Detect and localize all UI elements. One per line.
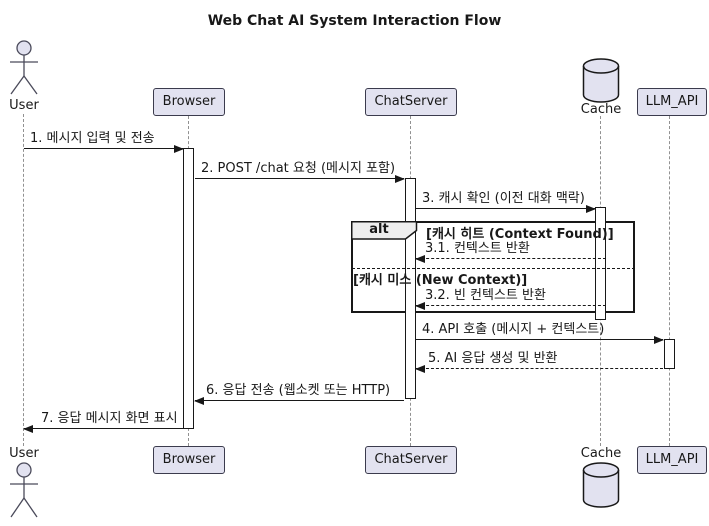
user-actor-icon bbox=[6, 40, 42, 97]
participant-chatserver-top: ChatServer bbox=[365, 88, 457, 116]
message-label: 4. API 호출 (메시지 + 컨텍스트) bbox=[422, 322, 605, 337]
message-label: 3.1. 컨텍스트 반환 bbox=[425, 241, 530, 256]
alt-operator-label: alt bbox=[369, 222, 389, 237]
arrowhead-left-icon bbox=[415, 301, 425, 310]
arrowhead-right-icon bbox=[586, 204, 596, 213]
participant-browser-top: Browser bbox=[153, 88, 225, 116]
message-label: 5. AI 응답 생성 및 반환 bbox=[428, 351, 558, 366]
message-2: 2. POST /chat 요청 (메시지 포함) bbox=[195, 161, 405, 183]
alt-guard-cache-miss: [캐시 미스 (New Context)] bbox=[353, 273, 528, 288]
arrowhead-right-icon bbox=[654, 335, 664, 344]
message-7: 7. 응답 메시지 화면 표시 bbox=[23, 411, 183, 433]
message-line bbox=[416, 305, 606, 306]
lifeline-user bbox=[23, 114, 24, 446]
participant-chatserver-bottom: ChatServer bbox=[365, 446, 457, 474]
arrowhead-left-icon bbox=[415, 364, 425, 373]
message-5: 5. AI 응답 생성 및 반환 bbox=[415, 351, 663, 373]
activation-cache bbox=[595, 207, 606, 320]
alt-operator-pentagon-icon bbox=[351, 221, 418, 240]
arrowhead-left-icon bbox=[194, 396, 204, 405]
message-line bbox=[24, 148, 183, 149]
message-3-2: 3.2. 빈 컨텍스트 반환 bbox=[415, 288, 606, 310]
participant-browser-bottom: Browser bbox=[153, 446, 225, 474]
message-label: 1. 메시지 입력 및 전송 bbox=[30, 131, 155, 146]
arrowhead-left-icon bbox=[23, 424, 33, 433]
participant-user-top: User bbox=[9, 98, 39, 113]
message-1: 1. 메시지 입력 및 전송 bbox=[24, 131, 184, 153]
message-line bbox=[195, 400, 404, 401]
participant-cache-bottom: Cache bbox=[580, 446, 622, 461]
message-4: 4. API 호출 (메시지 + 컨텍스트) bbox=[416, 322, 664, 344]
user-actor-icon bbox=[6, 460, 42, 520]
arrowhead-left-icon bbox=[415, 254, 425, 263]
message-3: 3. 캐시 확인 (이전 대화 맥락) bbox=[416, 191, 596, 213]
activation-browser bbox=[183, 148, 194, 429]
message-label: 3.2. 빈 컨텍스트 반환 bbox=[425, 288, 546, 303]
message-label: 3. 캐시 확인 (이전 대화 맥락) bbox=[422, 191, 585, 206]
message-3-1: 3.1. 컨텍스트 반환 bbox=[415, 241, 606, 263]
activation-llm-api bbox=[664, 339, 675, 369]
message-6: 6. 응답 전송 (웹소켓 또는 HTTP) bbox=[194, 383, 404, 405]
message-line bbox=[416, 258, 606, 259]
activation-chatserver bbox=[405, 178, 416, 399]
participant-llm-api-bottom: LLM_API bbox=[637, 446, 707, 474]
participant-cache-top: Cache bbox=[580, 102, 622, 117]
cache-database-icon bbox=[582, 461, 620, 509]
message-label: 6. 응답 전송 (웹소켓 또는 HTTP) bbox=[206, 383, 391, 398]
alt-fragment bbox=[351, 221, 635, 313]
participant-user-bottom: User bbox=[9, 446, 39, 461]
lifeline-llm-api bbox=[669, 116, 670, 446]
message-line bbox=[24, 428, 183, 429]
alt-divider bbox=[352, 268, 635, 269]
cache-database-icon bbox=[582, 57, 620, 103]
message-label: 7. 응답 메시지 화면 표시 bbox=[41, 411, 178, 426]
message-line bbox=[195, 178, 404, 179]
alt-guard-cache-hit: [캐시 히트 (Context Found)] bbox=[426, 227, 614, 242]
arrowhead-right-icon bbox=[174, 144, 184, 153]
message-label: 2. POST /chat 요청 (메시지 포함) bbox=[201, 161, 396, 176]
participant-llm-api-top: LLM_API bbox=[637, 88, 707, 116]
message-line bbox=[416, 339, 663, 340]
message-line bbox=[416, 208, 595, 209]
message-line bbox=[416, 368, 663, 369]
diagram-title: Web Chat AI System Interaction Flow bbox=[207, 13, 502, 29]
arrowhead-right-icon bbox=[395, 174, 405, 183]
